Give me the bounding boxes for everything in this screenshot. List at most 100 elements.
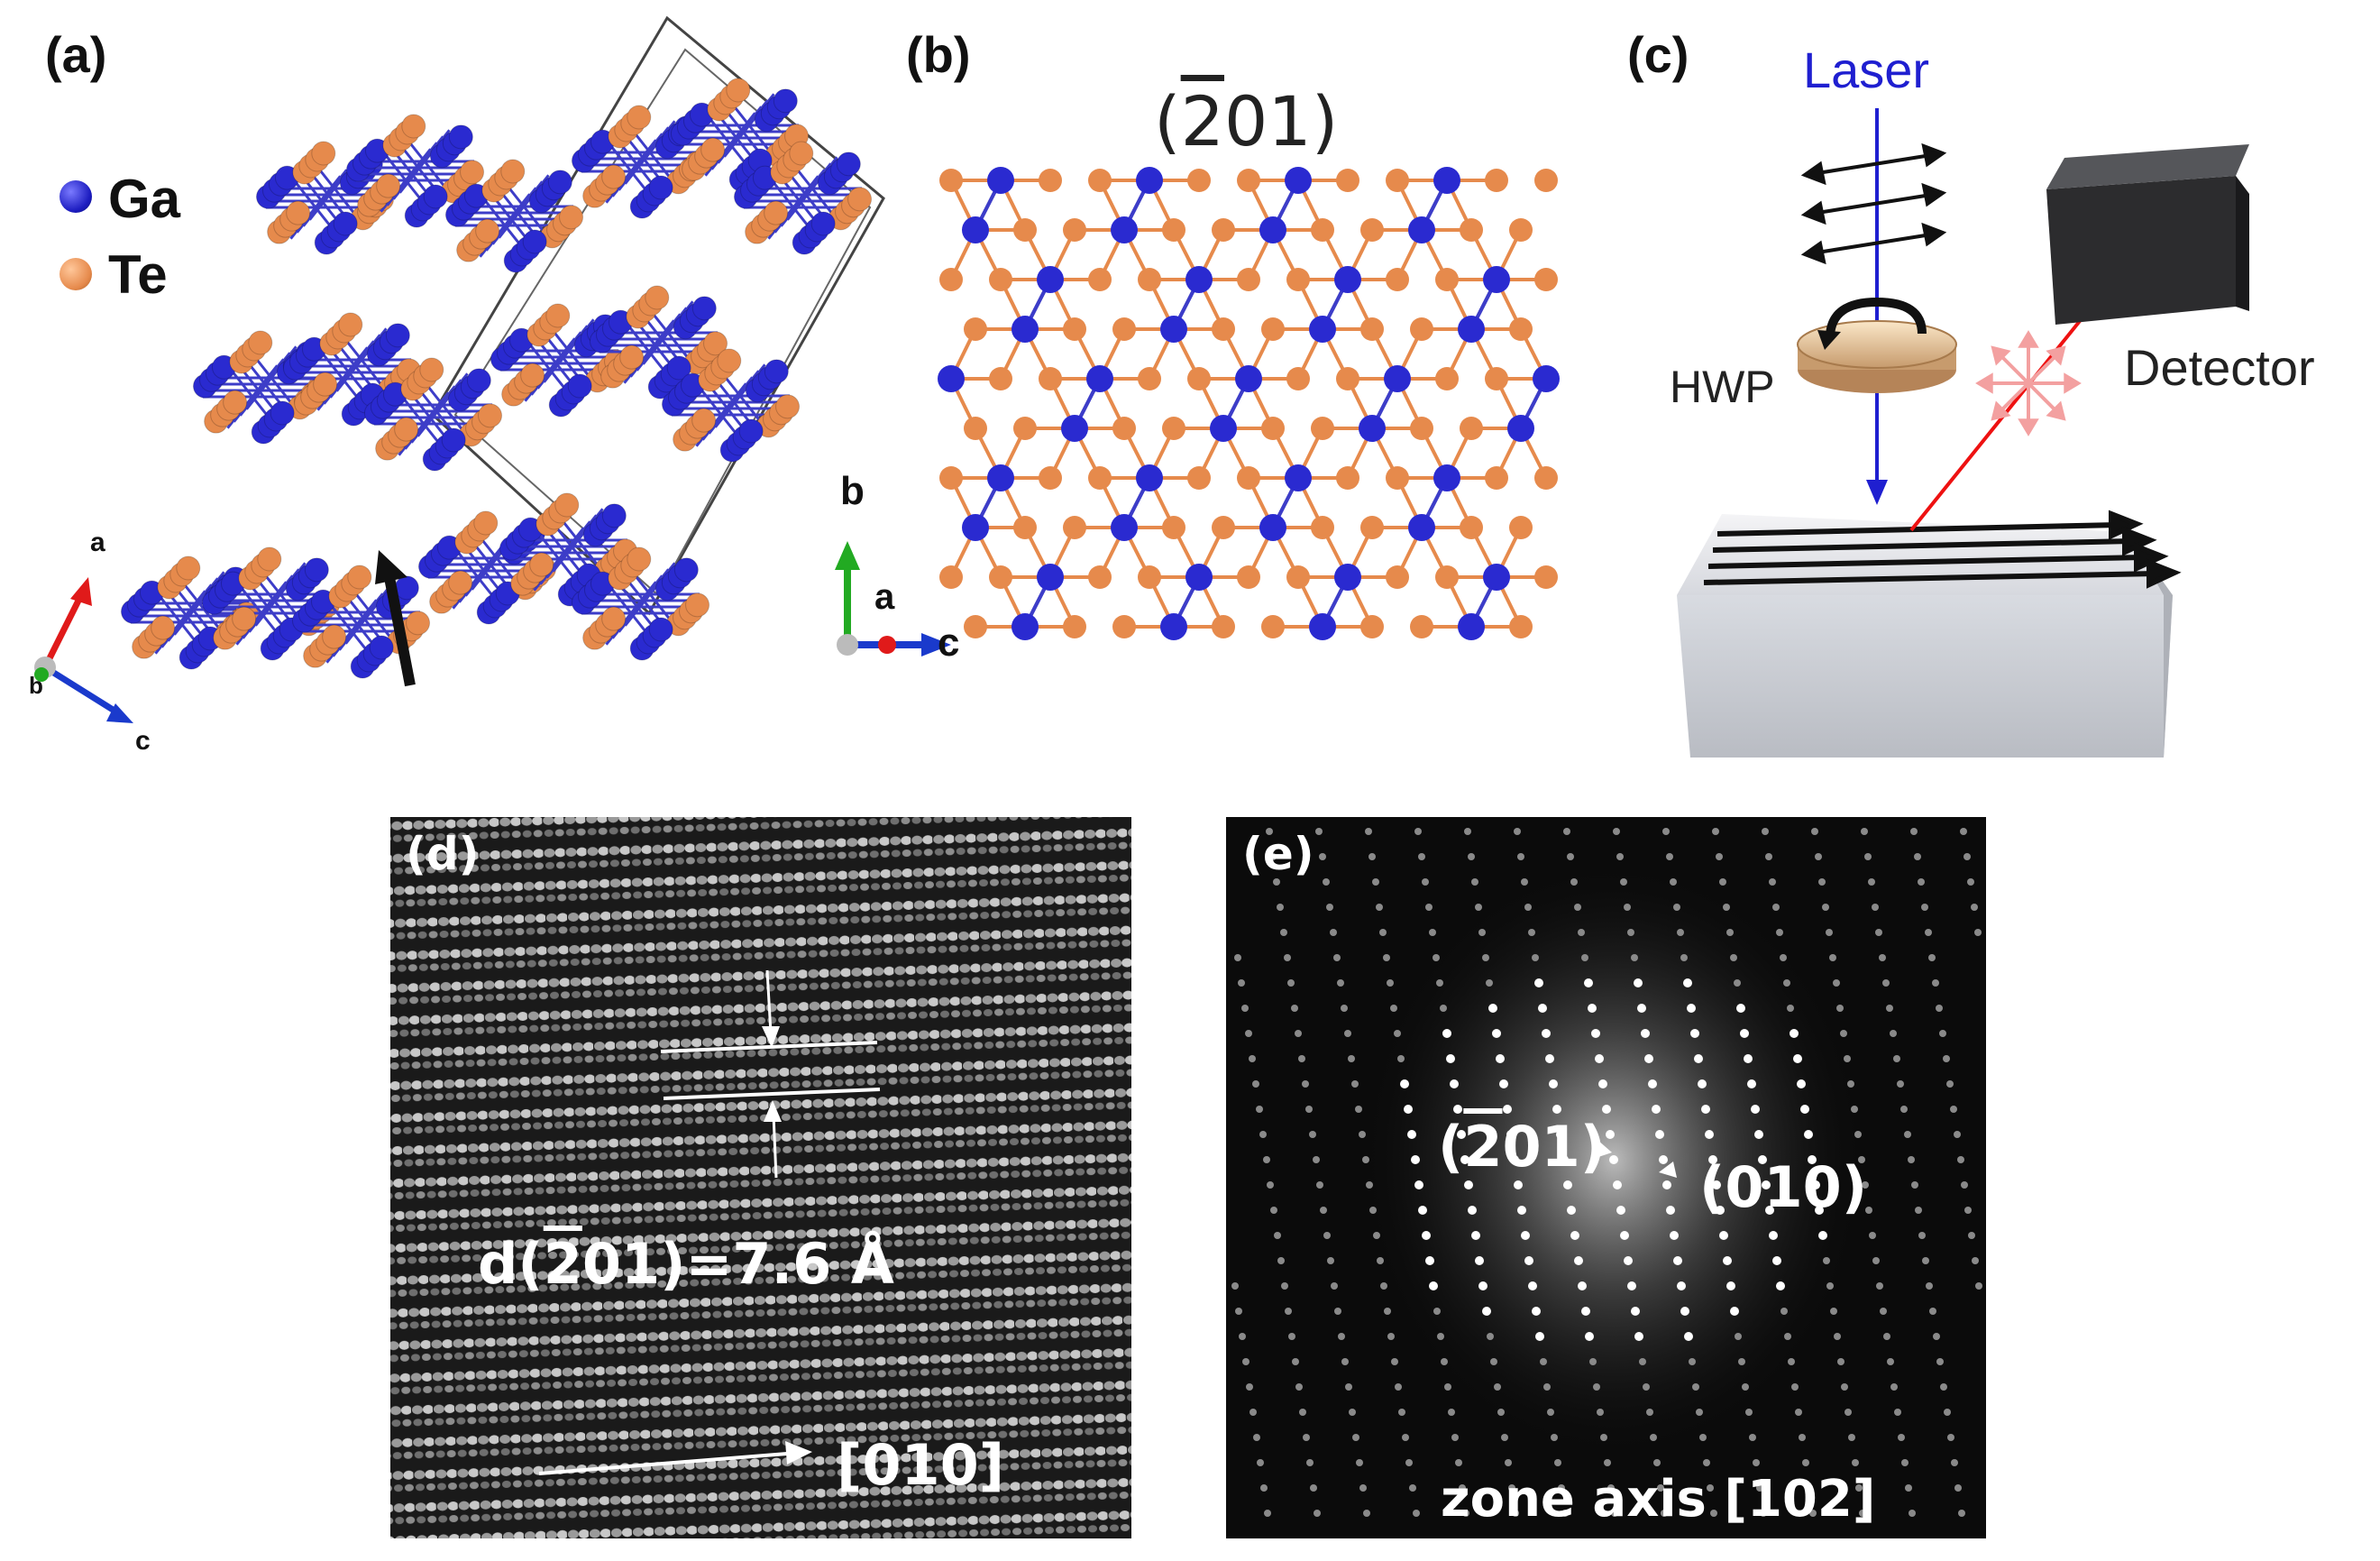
ga-atom	[1285, 464, 1312, 491]
fft-spot	[1811, 828, 1818, 835]
te-atom	[789, 141, 814, 166]
plane-suffix: 01)	[1224, 81, 1339, 161]
panel-a-structure	[34, 15, 885, 723]
fft-spot	[1453, 1105, 1462, 1114]
panel-c-setup	[1677, 108, 2249, 758]
fft-spot	[1524, 904, 1532, 911]
ga-atom	[1458, 316, 1485, 343]
te-atom	[1435, 565, 1459, 589]
fft-spot	[1939, 1030, 1946, 1037]
ga-atom	[369, 635, 394, 660]
fft-spot	[1908, 1156, 1915, 1163]
fft-spot	[1875, 929, 1882, 936]
fft-spot	[1591, 1029, 1600, 1038]
fft-spot	[1496, 1054, 1505, 1063]
fft-spot	[1400, 1079, 1409, 1088]
fft-spot	[1657, 1484, 1664, 1492]
fft-spot	[1811, 1180, 1820, 1189]
te-atom	[1112, 317, 1136, 341]
fft-spot	[1437, 1333, 1444, 1340]
fft-spot	[1699, 1434, 1707, 1441]
te-atom	[554, 492, 580, 518]
fft-spot	[1457, 1130, 1466, 1139]
te-atom	[717, 348, 742, 373]
fft-spot	[1323, 878, 1330, 886]
te-atom	[627, 105, 652, 130]
fft-spot	[1783, 979, 1790, 987]
fft-spot	[1482, 1307, 1491, 1316]
fft-spot	[1795, 1409, 1802, 1416]
fft-spot	[1288, 1333, 1295, 1340]
te-atom	[691, 408, 717, 433]
ga-atom	[691, 296, 717, 321]
fft-spot	[1316, 1181, 1323, 1189]
fft-spot	[1372, 878, 1379, 886]
te-atom	[1336, 466, 1359, 490]
fft-spot	[1854, 1131, 1862, 1138]
fft-spot	[1607, 1484, 1615, 1492]
fft-spot	[1716, 1206, 1725, 1215]
te-atom	[1410, 317, 1433, 341]
fft-spot	[1925, 929, 1932, 936]
fft-spot	[1830, 1308, 1837, 1315]
fft-spot	[1306, 1459, 1314, 1466]
te-atom	[1360, 317, 1384, 341]
te-atom	[619, 344, 645, 370]
fft-spot	[1880, 1308, 1887, 1315]
fft-spot	[1488, 1004, 1497, 1013]
fft-spot	[1735, 1333, 1742, 1340]
te-atom	[939, 565, 963, 589]
polarization-ray-head	[1991, 400, 2011, 421]
te-atom	[1336, 367, 1359, 390]
fft-spot	[1859, 1510, 1866, 1517]
fft-spot	[1524, 1256, 1533, 1265]
fft-spot	[1425, 904, 1433, 911]
fft-spot	[1787, 1005, 1794, 1012]
te-atom	[1063, 615, 1086, 638]
fft-spot	[1379, 929, 1387, 936]
fft-spot	[1765, 853, 1772, 860]
fft-spot	[1377, 1257, 1384, 1264]
polarization-ray-head	[2064, 372, 2082, 394]
te-atom	[1138, 268, 1161, 291]
fft-spot	[1338, 1333, 1345, 1340]
fft-spot	[1433, 954, 1440, 961]
ga-atom	[673, 557, 699, 583]
fft-spot	[1844, 1409, 1852, 1416]
fft-spot	[1475, 1256, 1484, 1265]
fft-spot	[1780, 1308, 1788, 1315]
te-atom	[1112, 615, 1136, 638]
fft-spot	[1788, 1358, 1795, 1365]
fft-spot	[1701, 1105, 1710, 1114]
te-atom	[1435, 367, 1459, 390]
ga-atom	[1259, 216, 1286, 243]
fft-spot	[1918, 1232, 1926, 1239]
fft-spot	[1960, 828, 1967, 835]
fft-spot	[1696, 1409, 1703, 1416]
te-atom	[989, 367, 1012, 390]
ga-atom	[1012, 613, 1039, 640]
fft-spot	[1398, 1409, 1405, 1416]
fft-spot	[1703, 1459, 1710, 1466]
polarization-ray-head	[2018, 418, 2039, 436]
fft-spot	[1259, 1131, 1267, 1138]
fft-spot	[1730, 1307, 1739, 1316]
fft-spot	[1762, 1180, 1771, 1189]
fft-spot	[1235, 1308, 1242, 1315]
fft-spot	[1414, 828, 1422, 835]
te-atom	[847, 187, 873, 212]
fft-spot	[1769, 878, 1776, 886]
fft-spot	[1744, 1054, 1753, 1063]
fft-spot	[1666, 853, 1673, 860]
fft-spot	[1624, 904, 1631, 911]
ga-atom	[1111, 216, 1138, 243]
te-atom	[1112, 417, 1136, 440]
ga-atom	[1334, 266, 1361, 293]
fft-spot	[1309, 1131, 1316, 1138]
fft-spot	[1295, 1383, 1303, 1391]
te-atom	[1485, 169, 1508, 192]
te-atom	[1063, 218, 1086, 242]
fft-spot	[1837, 1358, 1844, 1365]
ga-atom	[836, 152, 861, 177]
fft-spot	[1468, 1206, 1477, 1215]
